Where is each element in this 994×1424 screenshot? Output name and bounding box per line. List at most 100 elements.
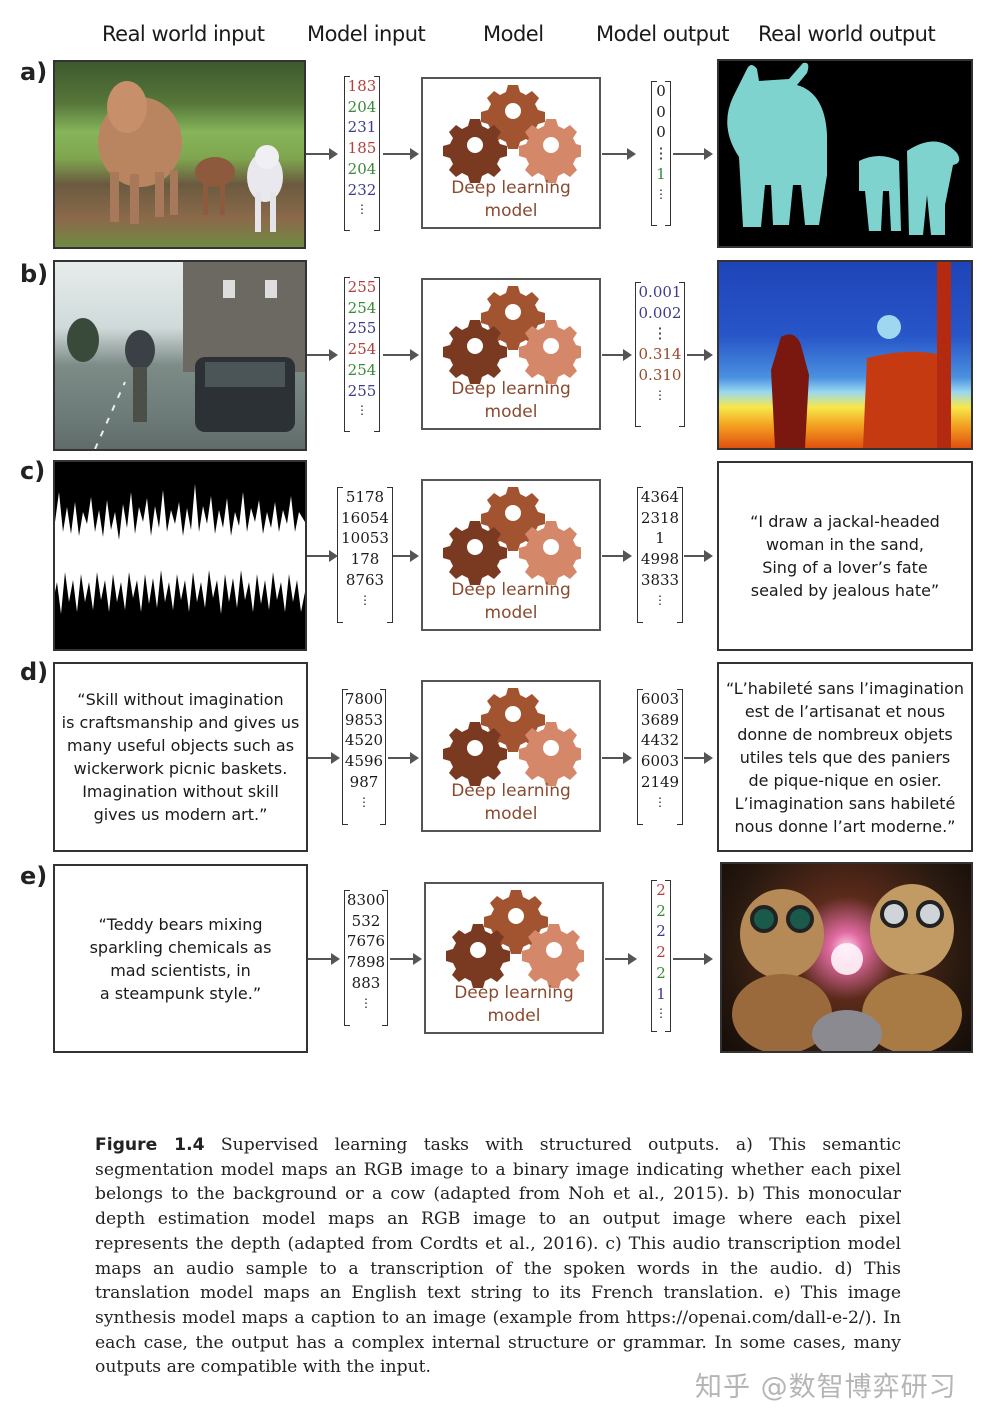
gears-icon — [443, 487, 581, 585]
vec-value: 10053 — [341, 529, 389, 548]
depth-map-output — [717, 260, 973, 450]
model-box-d: Deep learning model — [421, 680, 601, 832]
cow-photo — [53, 60, 306, 249]
vec-value: 1 — [656, 164, 666, 183]
street-photo — [53, 260, 307, 451]
vec-value: 254 — [347, 298, 377, 317]
vec-value: 254 — [347, 360, 377, 379]
vec-value: 1 — [656, 984, 666, 1003]
model-input-vector-a: 183 204 231 185 204 232 ⋮ — [344, 76, 380, 231]
watermark: 知乎 @数智博弈研习 — [695, 1372, 957, 1403]
model-box-a: Deep learning model — [421, 77, 601, 229]
model-label: Deep learning model — [451, 781, 571, 824]
vec-value: 9853 — [344, 710, 384, 729]
vec-value: 255 — [347, 278, 377, 296]
header-model-input: Model input — [307, 22, 426, 46]
vec-value: 0.001 — [638, 283, 682, 301]
vdots: ⋮ — [654, 794, 666, 809]
vec-value: 2318 — [640, 508, 680, 527]
model-input-vector-c: 5178 16054 10053 178 8763 ⋮ — [337, 487, 393, 623]
vec-value: 178 — [350, 550, 380, 569]
model-label: Deep learning model — [451, 379, 571, 422]
model-output-vector-e: 2 2 2 2 2 1 ⋮ — [651, 880, 671, 1032]
caption-text-input: “Teddy bears mixing sparkling chemicals … — [53, 864, 308, 1053]
model-output-vector-a: 0 0 0 ⋮ 1 ⋮ — [651, 81, 671, 226]
vec-value: 4364 — [640, 488, 680, 506]
arrow-b-2 — [383, 349, 419, 361]
vec-value: 1 — [655, 529, 665, 548]
arrow-c-3 — [602, 550, 632, 562]
arrow-e-1 — [308, 953, 340, 965]
model-input-vector-b: 255 254 255 254 254 255 ⋮ — [344, 277, 380, 432]
vec-value: 255 — [347, 381, 377, 400]
vec-value: 0.314 — [638, 345, 682, 364]
vec-value: 4998 — [640, 550, 680, 569]
vdots: ⋮ — [360, 995, 372, 1010]
header-model-output: Model output — [596, 22, 730, 46]
model-output-vector-b: 0.001 0.002 ⋮ 0.314 0.310 ⋮ — [635, 282, 685, 427]
vdots: ⋮ — [655, 186, 667, 201]
vdots: ⋮ — [356, 202, 368, 217]
vec-value: 4520 — [344, 731, 384, 750]
caption-text: Supervised learning tasks with structure… — [95, 1135, 901, 1378]
model-box-b: Deep learning model — [421, 278, 601, 430]
vec-value: 532 — [351, 911, 381, 930]
vec-value: 7676 — [346, 932, 386, 951]
vec-value: 3689 — [640, 710, 680, 729]
model-box-e: Deep learning model — [424, 882, 604, 1034]
vec-value: 2149 — [640, 772, 680, 791]
vec-value: 255 — [347, 319, 377, 338]
vdots: ⋮ — [356, 403, 368, 418]
arrow-a-3 — [602, 148, 636, 160]
arrow-d-3 — [602, 752, 632, 764]
arrow-c-1 — [307, 550, 338, 562]
arrow-b-4 — [687, 349, 713, 361]
model-output-vector-c: 4364 2318 1 4998 3833 ⋮ — [637, 487, 683, 623]
vec-value: 0.002 — [638, 303, 682, 322]
vec-value: ⋮ — [652, 324, 668, 343]
vec-value: 2 — [656, 881, 666, 899]
arrow-a-1 — [306, 148, 338, 160]
vec-value: 204 — [347, 159, 377, 178]
vec-value: 16054 — [341, 508, 389, 527]
teddy-bears-output-image — [720, 862, 973, 1053]
arrow-d-4 — [684, 752, 713, 764]
vec-value: 2 — [656, 901, 666, 920]
arrow-a-4 — [673, 148, 713, 160]
model-label: Deep learning model — [451, 580, 571, 623]
arrow-c-4 — [684, 550, 713, 562]
vec-value: 8763 — [345, 570, 385, 589]
arrow-d-1 — [308, 752, 340, 764]
vec-value: 4432 — [640, 731, 680, 750]
row-label-c: c) — [20, 457, 46, 485]
arrow-d-2 — [388, 752, 419, 764]
vec-value: 2 — [656, 943, 666, 962]
vec-value: 231 — [347, 118, 377, 137]
arrow-a-2 — [383, 148, 419, 160]
header-model: Model — [483, 22, 544, 46]
vec-value: 204 — [347, 97, 377, 116]
arrow-b-1 — [307, 349, 338, 361]
arrow-c-2 — [393, 550, 419, 562]
vdots: ⋮ — [358, 794, 370, 809]
arrow-e-4 — [673, 953, 713, 965]
model-input-vector-d: 7800 9853 4520 4596 987 ⋮ — [342, 689, 386, 825]
gears-icon — [443, 688, 581, 786]
audio-waveform — [53, 460, 307, 651]
figure-caption: Figure 1.4 Supervised learning tasks wit… — [95, 1133, 901, 1380]
vec-value: 2 — [656, 922, 666, 941]
header-real-world-input: Real world input — [102, 22, 265, 46]
row-label-b: b) — [20, 260, 49, 288]
vec-value: 883 — [351, 973, 381, 992]
vdots: ⋮ — [359, 592, 371, 607]
model-label: Deep learning model — [454, 983, 574, 1026]
row-label-a: a) — [20, 58, 48, 86]
model-label: Deep learning model — [451, 178, 571, 221]
vec-value: 8300 — [346, 891, 386, 909]
arrow-e-2 — [390, 953, 422, 965]
vec-value: 3833 — [640, 570, 680, 589]
transcription-output: “I draw a jackal-headed woman in the san… — [717, 461, 973, 651]
arrow-e-3 — [605, 953, 637, 965]
vec-value: 6003 — [640, 690, 680, 708]
model-input-vector-e: 8300 532 7676 7898 883 ⋮ — [344, 890, 388, 1026]
